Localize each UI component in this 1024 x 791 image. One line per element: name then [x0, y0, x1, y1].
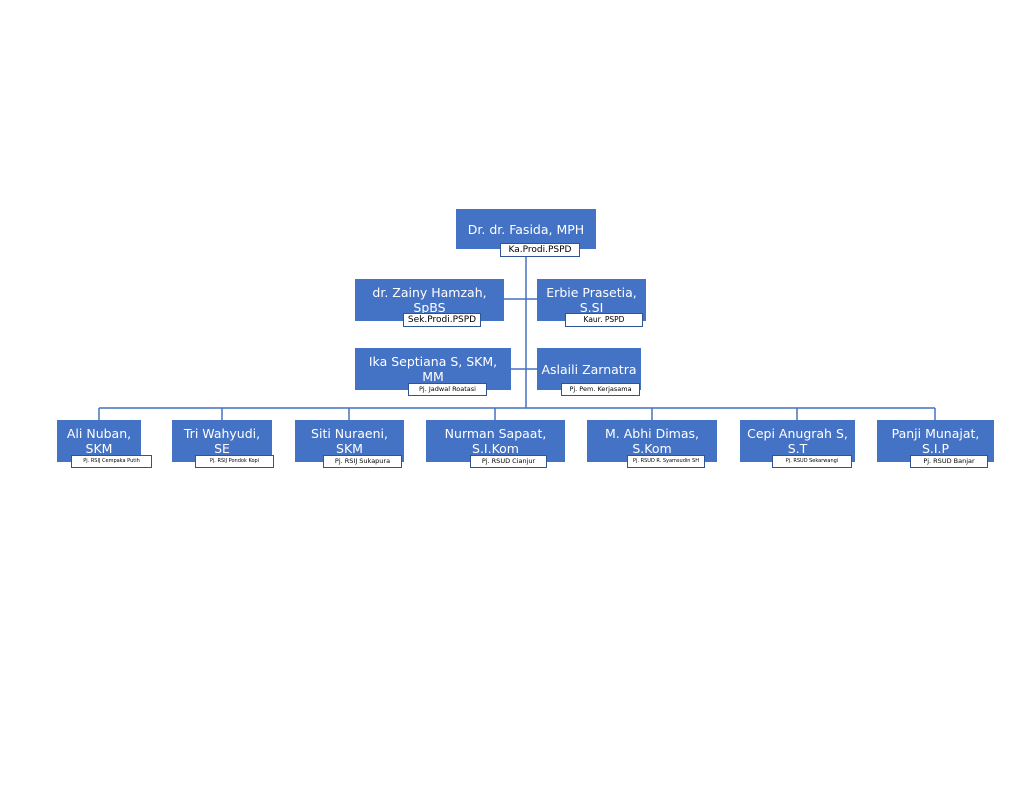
head-box: Dr. dr. Fasida, MPH: [456, 209, 596, 249]
staff-role-5: Pj. RSUD R. Syamsudin SH: [627, 455, 705, 468]
staff-role-4: Pj. RSUD Cianjur: [470, 455, 547, 468]
staff-name-4: Nurman Sapaat, S.I.Kom: [444, 426, 547, 456]
staff-role-1: Pj. RSIJ Cempaka Putih: [71, 455, 152, 468]
staff-role-2: Pj. RSIJ Pondok Kopi: [195, 455, 274, 468]
level2-role-2: Kaur. PSPD: [565, 313, 643, 327]
level2-name-1: dr. Zainy Hamzah, SpBS: [372, 285, 487, 315]
head-name: Dr. dr. Fasida, MPH: [467, 221, 585, 237]
staff-name-7: Panji Munajat, S.I.P: [891, 426, 980, 456]
level3-role-2: Pj. Pem. Kerjasama: [561, 383, 640, 396]
level2-role-1: Sek.Prodi.PSPD: [403, 313, 481, 327]
staff-name-3: Siti Nuraeni, SKM: [311, 426, 388, 456]
staff-role-6: Pj. RSUD Sekarwangi: [772, 455, 852, 468]
staff-role-7: Pj. RSUD Banjar: [910, 455, 988, 468]
level3-role-1: Pj. Jadwal Roatasi: [408, 383, 487, 396]
level3-name-1: Ika Septiana S, SKM, MM: [368, 354, 498, 384]
staff-name-6: Cepi Anugrah S, S.T: [747, 426, 848, 456]
head-role: Ka.Prodi.PSPD: [500, 243, 580, 257]
staff-role-3: Pj. RSIJ Sukapura: [323, 455, 402, 468]
staff-name-5: M. Abhi Dimas, S.Kom: [604, 426, 699, 456]
staff-name-1: Ali Nuban, SKM: [66, 426, 132, 456]
level2-name-2: Erbie Prasetia, S.SI: [546, 285, 637, 315]
level3-name-2: Aslaili Zarnatra: [541, 361, 637, 377]
staff-name-2: Tri Wahyudi, SE: [183, 426, 261, 456]
